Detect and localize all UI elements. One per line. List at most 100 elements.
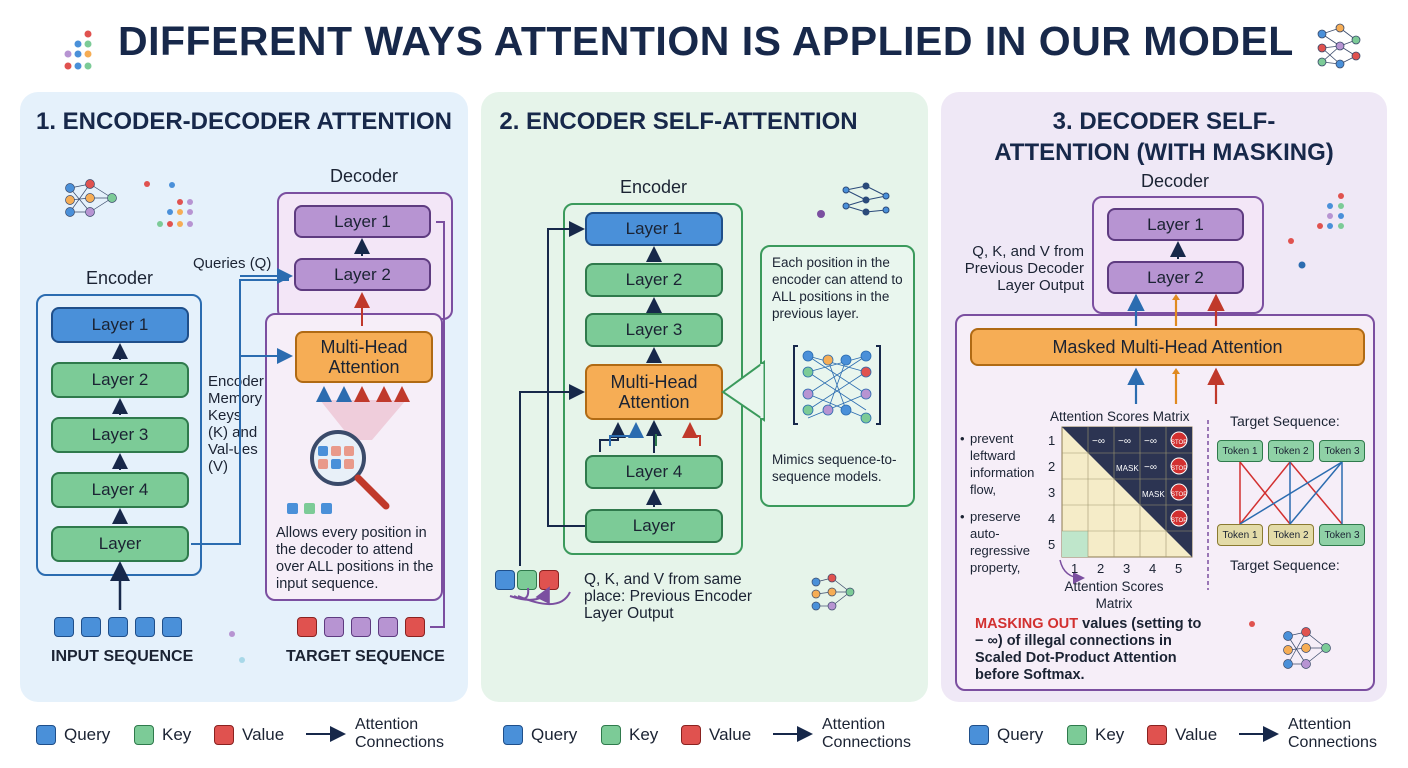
legend-panel2: Query Key Value Attention Connections xyxy=(503,716,933,756)
stop-icon xyxy=(1170,457,1188,475)
legend-query: Query xyxy=(997,725,1044,744)
input-token xyxy=(108,617,128,637)
legend-value: Value xyxy=(242,725,285,744)
target-token-top-2: Token 2 xyxy=(1268,440,1314,462)
panel2-title: 2. ENCODER SELF-ATTENTION xyxy=(499,108,858,135)
encoder-label: Encoder xyxy=(620,177,688,197)
neural-net-icon xyxy=(1283,627,1331,669)
qkv-source-label: Q, K, and V from Previous Decoder Layer … xyxy=(964,243,1084,294)
legend-query: Query xyxy=(531,725,578,744)
callout-top-text: Each position in the encoder can attend … xyxy=(772,255,903,321)
encoder-layer-3: Layer 3 xyxy=(51,417,189,453)
legend-panel1: Query Key Value Attention Connections xyxy=(36,716,466,756)
panel1-title: 1. ENCODER-DECODER ATTENTION xyxy=(35,108,452,135)
bullet-2-text: preserve auto-regressive property, xyxy=(970,509,1030,575)
mask-cell: MASK xyxy=(1142,490,1165,499)
queries-label: Queries (Q) xyxy=(193,255,272,272)
matrix-row-label: 5 xyxy=(1048,537,1056,552)
qkv-source-label: Q, K, and V from same place: Previous En… xyxy=(584,571,753,622)
matrix-caption: Attention Scores Matrix xyxy=(1064,579,1164,611)
dots-logo-icon xyxy=(64,30,92,70)
key-swatch xyxy=(134,725,154,745)
dots-decoration-icon xyxy=(1249,193,1344,627)
magnifier-icon xyxy=(310,430,390,510)
stop-label: STOP xyxy=(1171,440,1188,446)
value-swatch xyxy=(681,725,701,745)
target-token-bottom-3: Token 3 xyxy=(1319,524,1365,546)
key-swatch xyxy=(1067,725,1087,745)
decoder-label: Decoder xyxy=(330,166,399,186)
mask-cell: MASK xyxy=(1116,464,1139,473)
stop-label: STOP xyxy=(1171,518,1188,524)
legend-value: Value xyxy=(709,725,752,744)
target-token xyxy=(378,617,398,637)
bullet-1: • xyxy=(960,431,965,446)
q-token xyxy=(495,570,515,590)
panel1-description: Allows every position in the decoder to … xyxy=(276,525,434,592)
callout-frame xyxy=(760,245,915,507)
dots-decoration-icon xyxy=(144,181,245,663)
stop-icon xyxy=(1170,509,1188,527)
target-token xyxy=(351,617,371,637)
stop-label: STOP xyxy=(1171,466,1188,472)
matrix-row-label: 1 xyxy=(1048,433,1056,448)
encoder-layer-2: Layer 2 xyxy=(51,362,189,398)
attention-graph-icon xyxy=(793,345,881,425)
input-sequence-label: INPUT SEQUENCE xyxy=(51,648,194,665)
legend-connections: Attention Connections xyxy=(355,716,444,751)
matrix-col-label: 5 xyxy=(1175,561,1183,576)
neg-inf-cell: −∞ xyxy=(1144,436,1157,447)
legend-key: Key xyxy=(629,725,659,744)
masking-text: values (setting to − ∞) of illegal conne… xyxy=(975,616,1202,683)
query-swatch xyxy=(503,725,523,745)
value-swatch xyxy=(214,725,234,745)
decoder-label: Decoder xyxy=(1141,171,1210,191)
encoder-layer-3: Layer 3 xyxy=(585,313,723,347)
callout-bottom-text: Mimics sequence-to-sequence models. xyxy=(772,452,897,484)
stop-icon xyxy=(1170,483,1188,501)
target-token-bottom-2: Token 2 xyxy=(1268,524,1314,546)
input-token xyxy=(81,617,101,637)
target-token xyxy=(405,617,425,637)
encoder-layer-4: Layer 4 xyxy=(585,455,723,489)
encoder-layer-1: Layer 1 xyxy=(51,307,189,343)
decoder-layer-1: Layer 1 xyxy=(294,205,431,238)
target-token xyxy=(297,617,317,637)
encoder-layer-4: Layer 4 xyxy=(51,472,189,508)
matrix-col-label: 1 xyxy=(1071,561,1079,576)
neg-inf-cell: −∞ xyxy=(1118,436,1131,447)
masked-multi-head-attention-box: Masked Multi-Head Attention xyxy=(970,328,1365,366)
matrix-row-label: 2 xyxy=(1048,459,1056,474)
target-token-top-1: Token 1 xyxy=(1217,440,1263,462)
query-swatch xyxy=(969,725,989,745)
query-swatch xyxy=(36,725,56,745)
bullet-2: • xyxy=(960,509,965,524)
masking-highlight: MASKING OUT xyxy=(975,616,1079,632)
header-icons xyxy=(64,23,1361,70)
neg-inf-cell: −∞ xyxy=(1144,462,1157,473)
k-token xyxy=(517,570,537,590)
legend-panel3: Query Key Value Attention Connections xyxy=(969,716,1399,756)
legend-value: Value xyxy=(1175,725,1218,744)
target-sequence-label-bottom: Target Sequence: xyxy=(1230,557,1340,573)
input-token xyxy=(162,617,182,637)
decoder-layer-2: Layer 2 xyxy=(1107,261,1244,294)
target-token-top-3: Token 3 xyxy=(1319,440,1365,462)
target-sequence-label: TARGET SEQUENCE xyxy=(286,648,445,665)
legend-connections: Attention Connections xyxy=(1288,716,1377,751)
panel3-title: 3. DECODER SELF-ATTENTION (WITH MASKING) xyxy=(994,108,1334,166)
stop-icon xyxy=(1170,431,1188,449)
legend-key: Key xyxy=(1095,725,1125,744)
neural-net-icon xyxy=(65,179,117,217)
decoder-layer-1: Layer 1 xyxy=(1107,208,1244,241)
matrix-col-label: 4 xyxy=(1149,561,1157,576)
decoder-layer-2: Layer 2 xyxy=(294,258,431,291)
legend-query: Query xyxy=(64,725,111,744)
legend-connections: Attention Connections xyxy=(822,716,911,751)
encoder-memory-label: Encoder Memory Keys (K) and Val-ues (V) xyxy=(208,373,264,475)
target-token xyxy=(324,617,344,637)
